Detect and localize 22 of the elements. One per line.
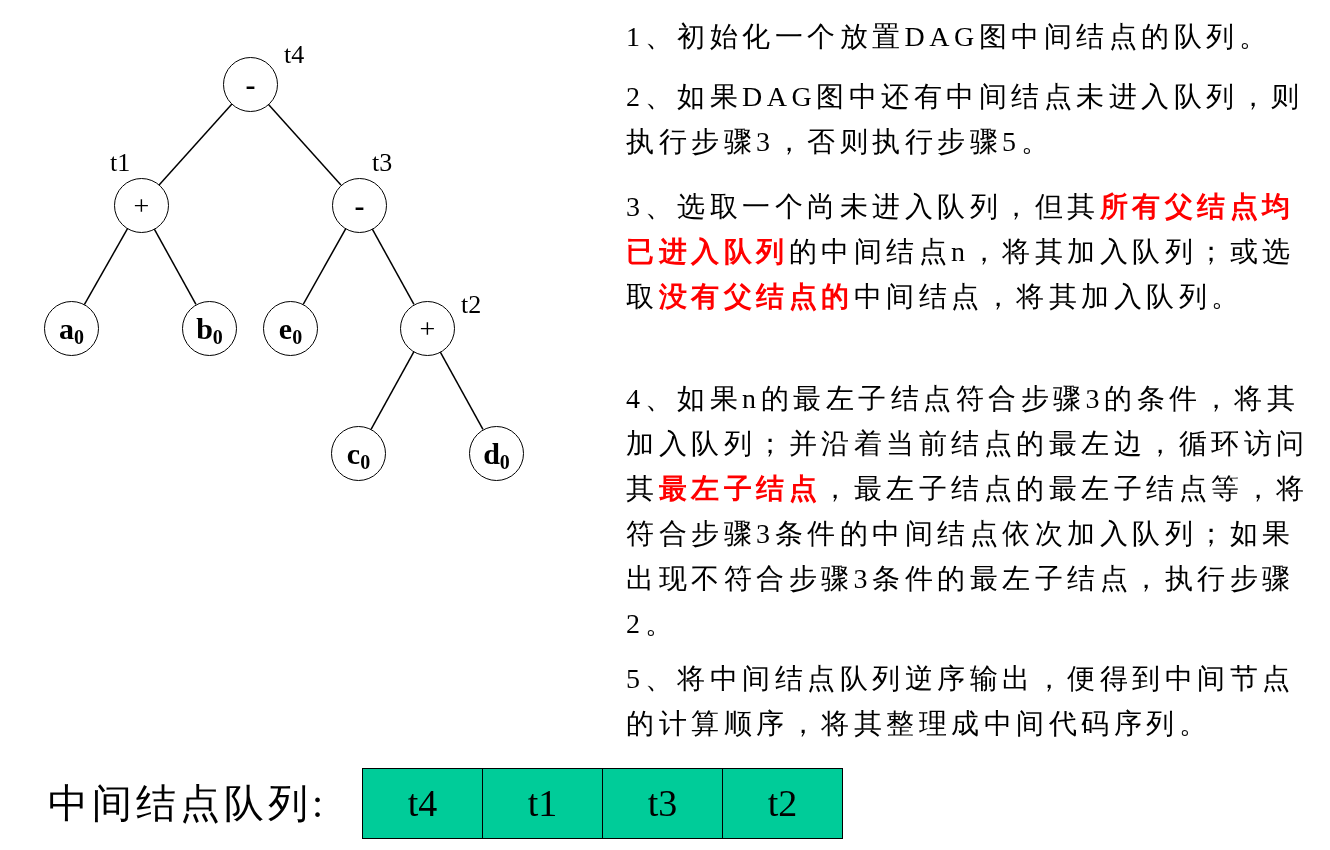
step-paragraph: 5、将中间结点队列逆序输出，便得到中间节点的计算顺序，将其整理成中间代码序列。 — [626, 662, 1296, 741]
tree-edge — [371, 227, 415, 306]
tree-edge — [158, 103, 233, 186]
tree-edge — [370, 350, 415, 431]
step-paragraph: 1、初始化一个放置DAG图中间结点的队列。 — [626, 20, 1273, 54]
queue-cell: t3 — [602, 768, 723, 839]
tree-edge — [267, 103, 342, 186]
node-name-label: t1 — [110, 148, 131, 178]
node-name-label: t4 — [284, 40, 305, 70]
step-paragraph: 2、如果DAG图中还有中间结点未进入队列，则执行步骤3，否则执行步骤5。 — [626, 80, 1305, 159]
node-name-label: t2 — [461, 290, 482, 320]
step-paragraph: 3、选取一个尚未进入队列，但其所有父结点均已进入队列的中间结点n，将其加入队列；或选取没有父结点的中间结点，将其加入队列。 — [626, 190, 1296, 314]
queue-label: 中间结点队列: — [48, 780, 328, 828]
step-paragraph: 4、如果n的最左子结点符合步骤3的条件，将其加入队列；并沿着当前结点的最左边，循环访问其最左子结点，最左子结点的最左子结点等，将符合步骤3条件的中间结点依次加入队列；如果出现不符合步骤3条件的最左子结点，执行步骤2。 — [626, 382, 1310, 641]
tree-edge — [302, 227, 347, 306]
node-name-label: t3 — [372, 148, 393, 178]
queue-cell: t1 — [482, 768, 603, 839]
tree-edge — [83, 227, 129, 306]
queue-cell: t2 — [722, 768, 843, 839]
tree-edge — [439, 350, 484, 431]
tree-edge — [153, 227, 197, 306]
queue-cell: t4 — [362, 768, 483, 839]
